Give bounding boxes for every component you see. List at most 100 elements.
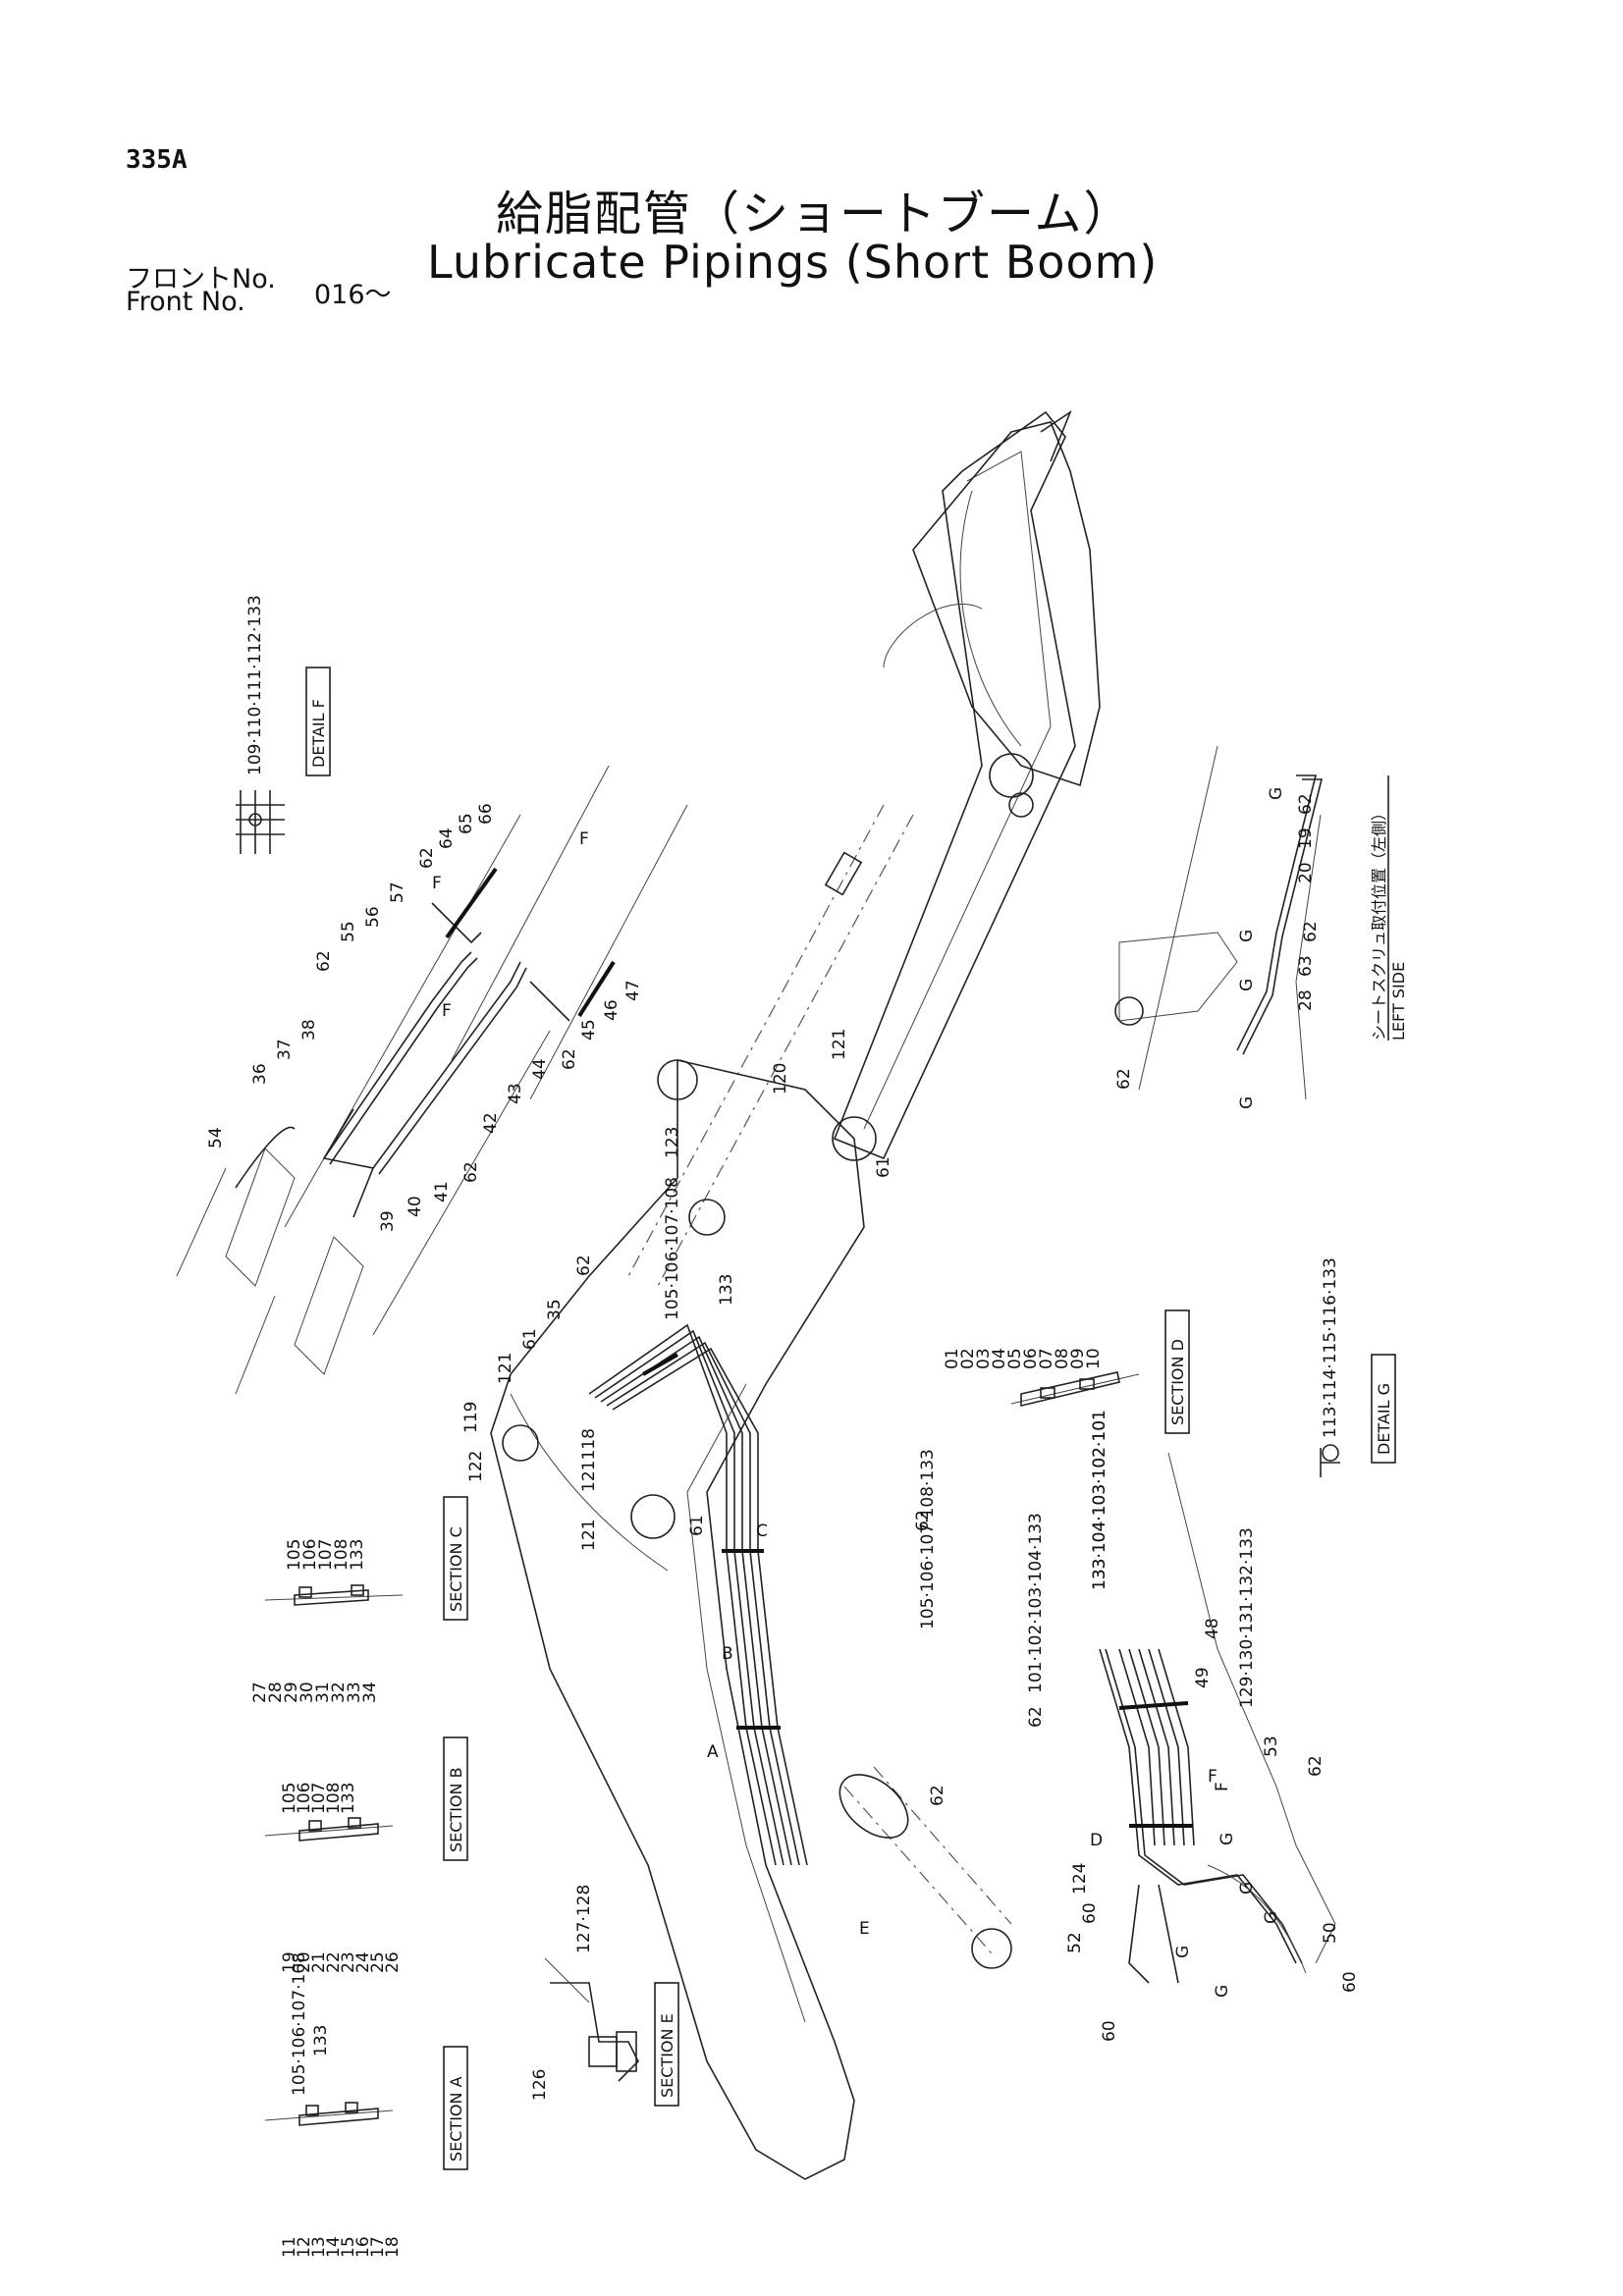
callout-lower-right-17: G xyxy=(1213,1985,1232,1998)
callout-section-d-top-8: 09 xyxy=(1068,1348,1088,1369)
callout-upper-detail-11: 66 xyxy=(476,803,496,825)
callout-lower-right-16: 60 xyxy=(1100,2020,1119,2042)
callout-section-b-top-2: 107 xyxy=(309,1783,329,1814)
page-number: 335A xyxy=(126,145,188,175)
callout-lower-right-13: 52 xyxy=(1065,1932,1085,1953)
callout-boom-2: 121 xyxy=(830,1029,849,1060)
section-a-top-label-2: 133 xyxy=(311,2025,331,2056)
callout-section-b-bottom-4: 23 xyxy=(339,1951,358,1973)
section-d-bottom-callout: 133·104·103·102·101 xyxy=(1090,1410,1109,1590)
callout-section-d-top-0: 01 xyxy=(943,1348,962,1369)
detail-g-label-box: DETAIL G xyxy=(1371,1354,1396,1464)
section-d-sketch xyxy=(1010,1371,1140,1408)
callout-section-c-top-1: 106 xyxy=(300,1539,320,1571)
callout-left-side-1: 20 xyxy=(1296,862,1316,883)
detail-g-sketch xyxy=(1320,1444,1340,1477)
section-a-label-box: SECTION A xyxy=(443,2046,468,2170)
callout-upper-detail-0: 54 xyxy=(206,1127,226,1148)
callout-section-c-bottom-4: 31 xyxy=(313,1682,333,1703)
callout-section-c-bottom-5: 32 xyxy=(329,1682,349,1703)
callout-section-d-top-3: 04 xyxy=(990,1348,1009,1369)
callout-section-markers-7: F xyxy=(442,1001,452,1021)
callout-upper-detail-20: 45 xyxy=(579,1019,599,1041)
callout-lower-right-19: 60 xyxy=(1340,1971,1360,1993)
callout-lower-right-0: 62 xyxy=(1026,1706,1046,1728)
callout-section-b-bottom-0: 19 xyxy=(280,1951,299,1973)
callout-section-a-bottom-0: 11 xyxy=(280,2236,299,2258)
callout-lower-right-10: G xyxy=(1217,1833,1237,1845)
callout-upper-detail-14: 41 xyxy=(432,1181,452,1202)
callout-boom-4: 62 xyxy=(574,1255,594,1276)
section-b-sketch xyxy=(264,1817,394,1842)
section-d-bottom-label: 133·104·103·102·101 xyxy=(1090,1410,1109,1590)
callout-upper-detail-18: 44 xyxy=(530,1058,550,1080)
front-label-en: Front No. xyxy=(126,287,245,317)
detail-g-parts-label: 113·114·115·116·133 xyxy=(1321,1257,1340,1438)
left-side-view xyxy=(1114,745,1324,1100)
callout-upper-detail-21: 46 xyxy=(602,999,622,1021)
callout-boom-3: 61 xyxy=(874,1156,893,1178)
callout-boom-11: 133 xyxy=(717,1274,736,1306)
section-e-sketch xyxy=(544,1957,639,2082)
callout-section-b-top-3: 108 xyxy=(324,1783,344,1814)
callout-upper-detail-7: 57 xyxy=(388,881,407,903)
section-a-top-callout: 105·106·107·108 133 xyxy=(290,1952,331,2096)
callout-boom-8: 119 xyxy=(461,1402,481,1433)
callout-upper-detail-9: 64 xyxy=(437,828,457,849)
callout-section-c-bottom-6: 33 xyxy=(345,1682,364,1703)
callout-section-markers-1: B xyxy=(722,1644,733,1664)
section-b-label-box: SECTION B xyxy=(443,1736,468,1861)
callout-section-b-top-0: 105 xyxy=(280,1783,299,1814)
callout-section-d-top-5: 06 xyxy=(1021,1348,1041,1369)
callout-lower-right-1: 101·102·103·104·133 xyxy=(1026,1513,1046,1693)
front-label-ja: フロントNo. xyxy=(126,264,276,294)
callout-section-d-top-9: 10 xyxy=(1084,1348,1104,1369)
left-side-label-en: LEFT SIDE xyxy=(1389,962,1408,1041)
detail-f-parts-callout: 109·110·111·112·133 xyxy=(245,595,265,775)
callout-section-a-bottom-3: 14 xyxy=(324,2236,344,2258)
left-side-label: シートスクリュ取付位置（左側） LEFT SIDE xyxy=(1370,775,1408,1041)
callout-lower-right-9: F xyxy=(1213,1782,1232,1791)
callout-left-side-10: G xyxy=(1237,1096,1257,1109)
callout-section-c-bottom-3: 30 xyxy=(298,1682,317,1703)
arm-cylinder xyxy=(627,804,914,1287)
callout-section-d-top-7: 08 xyxy=(1053,1348,1072,1369)
section-c-sketch xyxy=(264,1584,404,1606)
callout-section-b-bottom-6: 25 xyxy=(368,1951,388,1973)
section-d-label: SECTION D xyxy=(1168,1339,1187,1425)
section-e-label-b: 126 xyxy=(530,2069,550,2101)
callout-section-c-bottom-0: 27 xyxy=(250,1682,270,1703)
section-d-label-box: SECTION D xyxy=(1164,1309,1190,1434)
callout-lower-right-18: 50 xyxy=(1321,1922,1340,1944)
callout-upper-detail-10: 65 xyxy=(457,813,476,834)
callout-boom-14: 61 xyxy=(687,1515,707,1536)
section-e-label-box: SECTION E xyxy=(654,1982,679,2107)
callout-lower-right-5: 133·104·103·102·101 xyxy=(1090,1410,1109,1590)
callout-upper-detail-13: 40 xyxy=(406,1196,425,1217)
callout-boom-1: 120 xyxy=(771,1063,790,1095)
callout-section-markers-0: A xyxy=(707,1742,719,1762)
callout-boom-5: 35 xyxy=(545,1299,565,1320)
callout-section-markers-8: F xyxy=(1208,1767,1217,1787)
callout-left-side-8: 63 xyxy=(1296,955,1316,977)
callout-boom-9: 122 xyxy=(466,1451,486,1482)
callout-section-d-top-4: 05 xyxy=(1005,1348,1025,1369)
callout-left-side-3: 62 xyxy=(1296,793,1316,815)
callout-boom-13: 121118 xyxy=(579,1428,599,1492)
callout-upper-detail-1: 36 xyxy=(250,1063,270,1085)
callout-section-c-bottom-2: 29 xyxy=(282,1682,301,1703)
callout-boom-6: 61 xyxy=(520,1328,540,1350)
callout-boom-12: 121 xyxy=(579,1520,599,1551)
section-e-callout-b: 126 xyxy=(530,2069,550,2101)
callout-left-side-5: 62 xyxy=(1301,921,1321,942)
callout-lower-right-8: 124 xyxy=(1070,1863,1090,1895)
callout-left-side-7: 28 xyxy=(1296,989,1316,1011)
section-e-label: SECTION E xyxy=(658,2013,676,2098)
callout-section-c-bottom-1: 28 xyxy=(266,1682,286,1703)
callout-section-a-bottom-6: 17 xyxy=(368,2236,388,2258)
callout-section-c-top-2: 107 xyxy=(316,1539,336,1571)
callout-section-a-bottom-5: 16 xyxy=(353,2236,373,2258)
callout-section-a-bottom-7: 18 xyxy=(383,2236,403,2258)
callout-boom-16: 105·106·107·108·133 xyxy=(918,1449,938,1629)
